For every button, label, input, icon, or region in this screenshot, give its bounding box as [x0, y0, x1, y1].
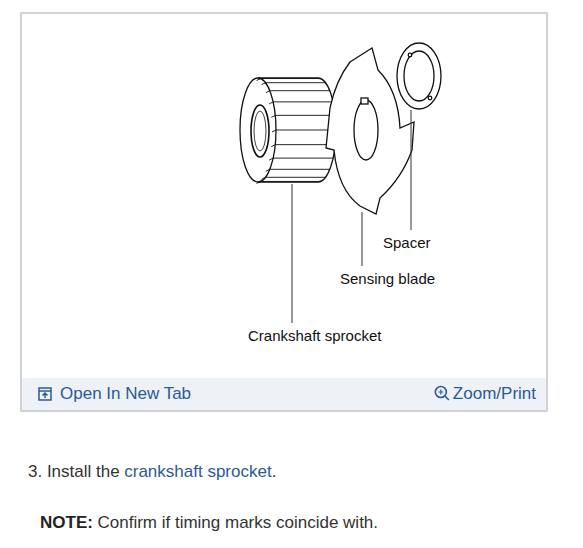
link-text: crankshaft sprocket	[124, 462, 271, 481]
zoom-link: Zoom/Print	[453, 383, 536, 405]
part-label: Spacer	[383, 234, 431, 252]
note-text: NOTE:Confirm if timing marks coincide wi…	[40, 512, 378, 534]
part-label: Crankshaft sprocket	[248, 327, 381, 345]
leader-lines	[292, 110, 411, 323]
part-label: Sensing blade	[340, 270, 435, 288]
crankshaft-sprocket-drawing	[240, 78, 336, 183]
footer-bar: Open In New Tab Zoom/Print	[22, 378, 546, 410]
note-label: NOTE:	[40, 513, 93, 532]
frame	[21, 13, 547, 411]
note-text: Confirm if timing marks coincide with.	[97, 513, 378, 532]
zoom-icon	[435, 387, 449, 401]
step-text: .	[272, 462, 277, 481]
step-text: 3. Install the	[28, 462, 120, 481]
spacer-drawing	[397, 43, 441, 109]
step-text: 3. Install thecrankshaft sprocket.	[28, 461, 276, 483]
open-link: Open In New Tab	[60, 383, 191, 405]
open-tab-icon	[39, 388, 51, 400]
